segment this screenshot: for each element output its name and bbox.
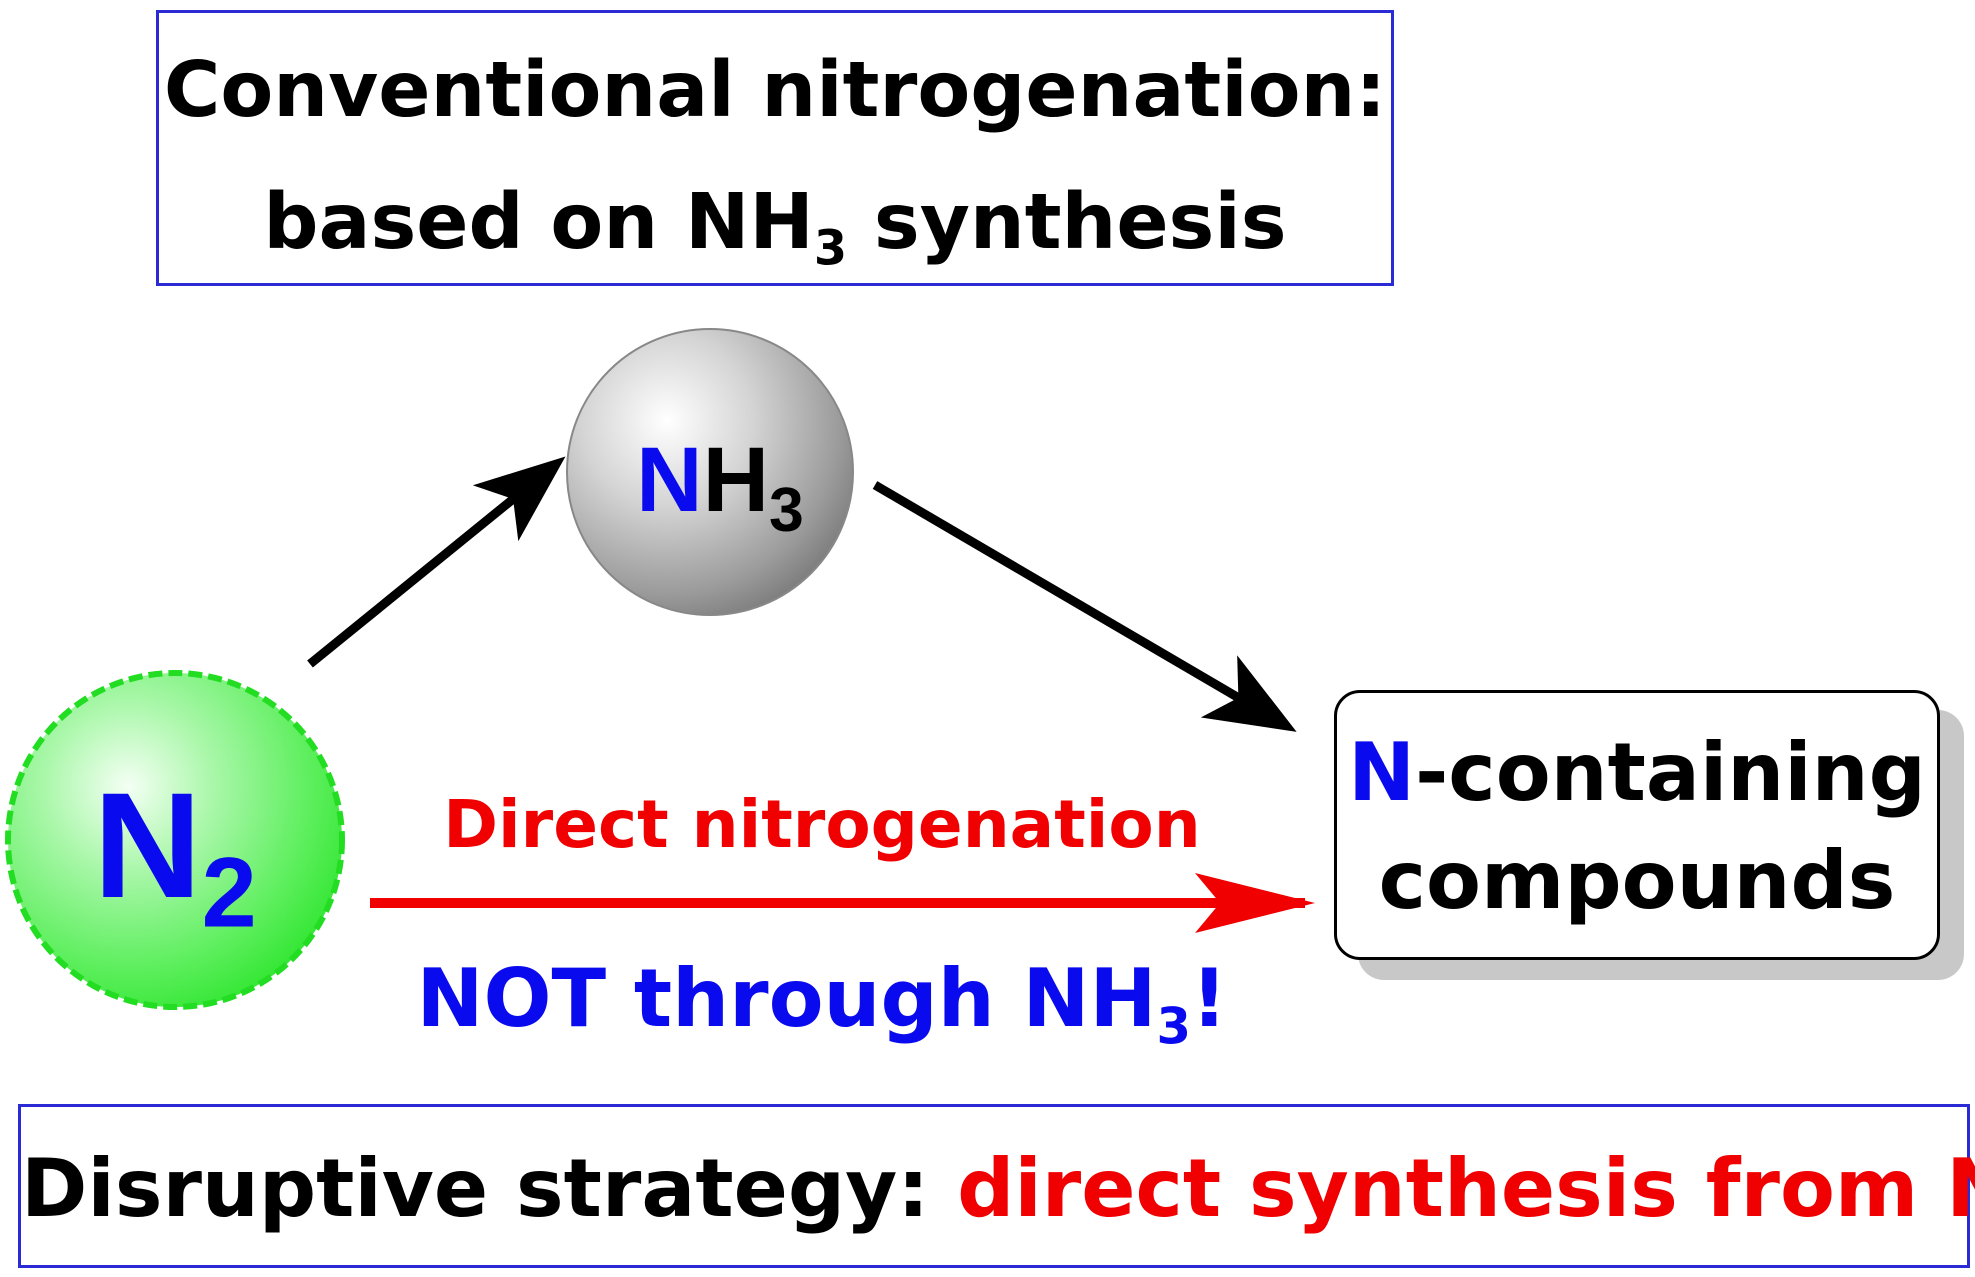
strategy-box: Disruptive strategy: direct synthesis fr… — [18, 1104, 1975, 1268]
conventional-subtitle: based on NH3 synthesis — [263, 178, 1287, 277]
conventional-box: Conventional nitrogenation: based on NH3… — [156, 10, 1394, 286]
direct-nitrogenation-label: Direct nitrogenation — [443, 786, 1201, 863]
arrow-nh3-to-compounds — [872, 481, 1297, 732]
not-through-nh3-label: NOT through NH3! — [416, 952, 1228, 1056]
conventional-title: Conventional nitrogenation: — [163, 46, 1387, 135]
nh3-sphere — [566, 328, 854, 616]
n2-label: N2 — [93, 761, 257, 948]
arrow-n2-to-nh3 — [307, 456, 566, 668]
compounds-line2: compounds — [1378, 834, 1896, 927]
n2-sphere — [5, 670, 345, 1010]
strategy-text: Disruptive strategy: direct synthesis fr… — [21, 1142, 1975, 1235]
compounds-box: N-containing compounds — [1334, 690, 1940, 960]
compounds-line1: N-containing — [1348, 726, 1926, 819]
nh3-label: NH3 — [636, 429, 804, 546]
